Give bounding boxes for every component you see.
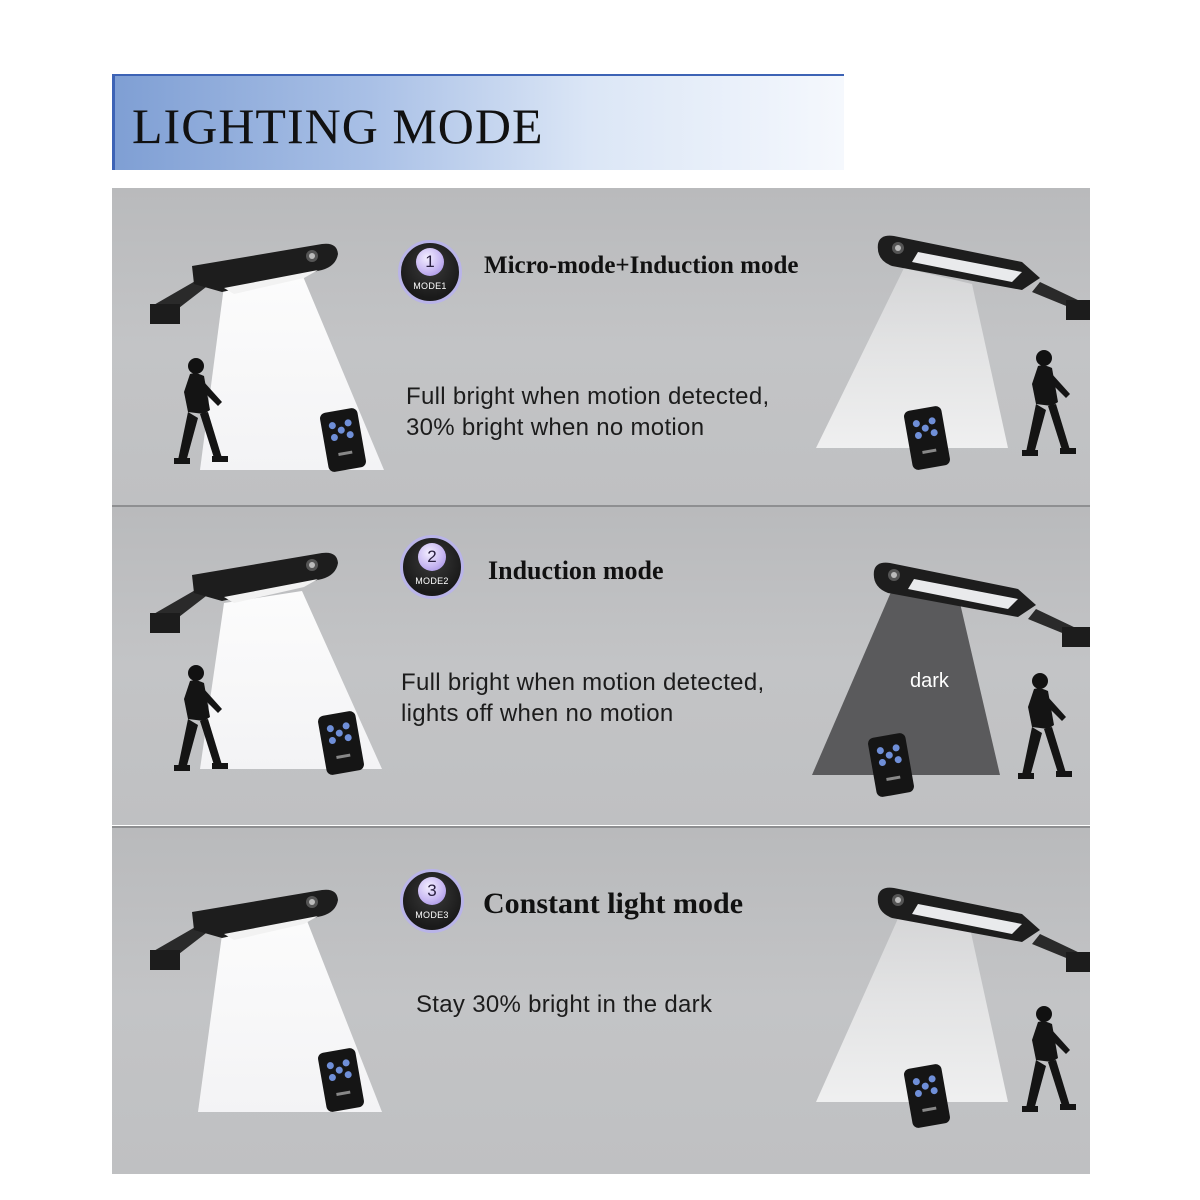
mode3-illustration	[150, 887, 1090, 1129]
mode2-title: Induction mode	[488, 556, 664, 585]
mode1-illustration	[150, 235, 1090, 473]
page-title: LIGHTING MODE	[132, 98, 544, 154]
title-banner	[112, 74, 844, 170]
mode-panel-2	[112, 507, 1090, 825]
mode3-title: Constant light mode	[483, 887, 744, 920]
light-beam-icon	[816, 914, 1008, 1102]
mode1-description-line1: Full bright when motion detected,	[406, 383, 770, 410]
walking-person-icon	[1018, 673, 1072, 779]
mode2-description-line1: Full bright when motion detected,	[401, 669, 765, 696]
walking-person-icon	[1022, 350, 1076, 456]
mode1-badge: 1 MODE1	[398, 240, 462, 304]
dark-state-label: dark	[910, 670, 949, 692]
mode2-badge: 2 MODE2	[400, 535, 464, 599]
walking-person-icon	[1022, 1006, 1076, 1112]
mode-panel-3	[112, 828, 1090, 1174]
mode2-description-line2: lights off when no motion	[401, 700, 674, 727]
mode3-description-line1: Stay 30% bright in the dark	[416, 991, 713, 1018]
panel-divider	[112, 505, 1090, 507]
mode2-illustration	[150, 552, 1090, 798]
light-beam-icon	[816, 268, 1008, 448]
light-beam-icon	[812, 585, 1000, 775]
mode1-title: Micro-mode+Induction mode	[484, 252, 799, 279]
mode-panel-1	[112, 188, 1090, 506]
mode3-badge: 3 MODE3	[400, 869, 464, 933]
panel-divider	[112, 826, 1090, 828]
mode1-description-line2: 30% bright when no motion	[406, 414, 705, 441]
